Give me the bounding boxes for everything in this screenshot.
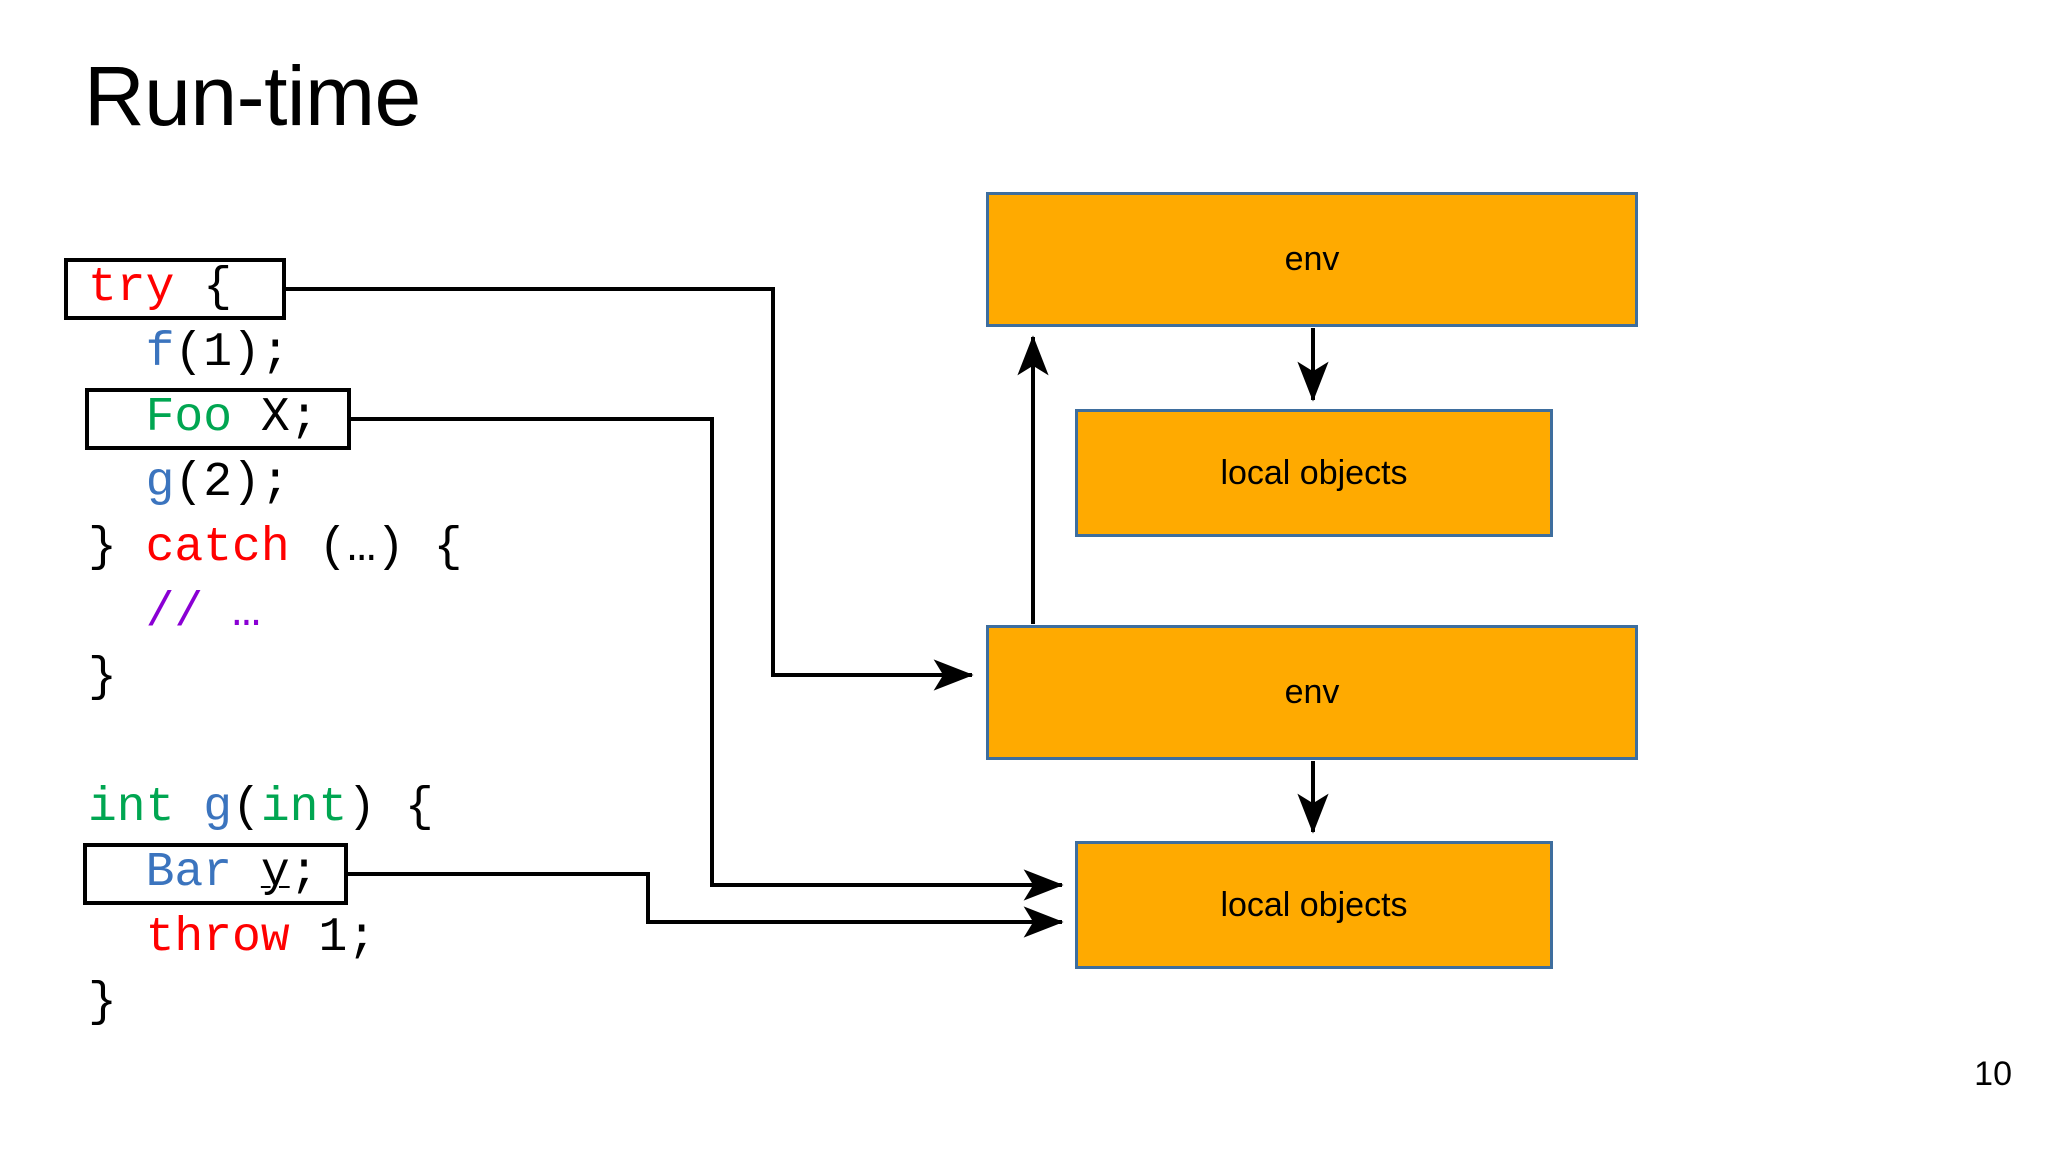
- code-token: 1;: [289, 911, 377, 965]
- code-token: Foo: [145, 391, 233, 445]
- code-token: g: [203, 781, 233, 835]
- code-token: f: [145, 326, 175, 380]
- line-try: try {: [88, 256, 462, 321]
- line-throw: throw 1;: [88, 906, 462, 971]
- try-statement-highlight-box[interactable]: [64, 258, 286, 320]
- code-token: ;: [289, 846, 319, 900]
- code-token: try: [88, 261, 175, 315]
- env-box-outer[interactable]: env: [986, 192, 1638, 327]
- local-objects-box-inner[interactable]: local objects: [1075, 841, 1553, 969]
- line-comment: // …: [88, 581, 462, 646]
- code-token: (1);: [174, 326, 290, 380]
- local-objects-box-outer-label: local objects: [1220, 453, 1408, 492]
- line-g2: g(2);: [88, 451, 462, 516]
- code-token: [88, 586, 146, 640]
- code-token: [88, 716, 117, 770]
- code-token: ) {: [347, 781, 434, 835]
- code-token: }: [88, 651, 117, 705]
- line-close-1: }: [88, 646, 462, 711]
- code-token: // …: [145, 586, 261, 640]
- line-catch: } catch (…) {: [88, 516, 462, 581]
- line-f1: f(1);: [88, 321, 462, 386]
- code-token: (2);: [174, 456, 290, 510]
- page-title: Run-time: [84, 49, 421, 143]
- line-close-2: }: [88, 971, 462, 1036]
- code-token: [88, 911, 146, 965]
- line-gdef: int g(int) {: [88, 776, 462, 841]
- bar-declaration-highlight-box[interactable]: [83, 843, 348, 905]
- code-token: g: [145, 456, 175, 510]
- code-token: }: [88, 521, 146, 575]
- code-token: [174, 781, 203, 835]
- code-token: [88, 326, 146, 380]
- code-listing: try { f(1); Foo X; g(2);} catch (…) { //…: [88, 256, 462, 1036]
- page-number: 10: [1974, 1055, 2012, 1093]
- code-token: Bar: [145, 846, 233, 900]
- env-box-outer-label: env: [1284, 240, 1340, 278]
- env-box-inner[interactable]: env: [986, 625, 1638, 760]
- local-objects-box-outer[interactable]: local objects: [1075, 409, 1553, 537]
- code-token: (: [232, 781, 261, 835]
- code-token: [88, 456, 146, 510]
- line-blank: [88, 711, 462, 776]
- code-token: int: [88, 781, 175, 835]
- code-token: throw: [145, 911, 290, 965]
- env-box-inner-label: env: [1284, 673, 1340, 711]
- code-token: (…) {: [289, 521, 463, 575]
- code-token: int: [260, 781, 348, 835]
- code-token: {: [174, 261, 233, 315]
- local-objects-box-inner-label: local objects: [1220, 885, 1408, 924]
- line-bar: Bar y;: [88, 841, 462, 906]
- code-token: catch: [145, 521, 290, 575]
- code-token: }: [88, 976, 117, 1030]
- foo-declaration-highlight-box[interactable]: [85, 388, 351, 450]
- code-token: y: [260, 846, 290, 900]
